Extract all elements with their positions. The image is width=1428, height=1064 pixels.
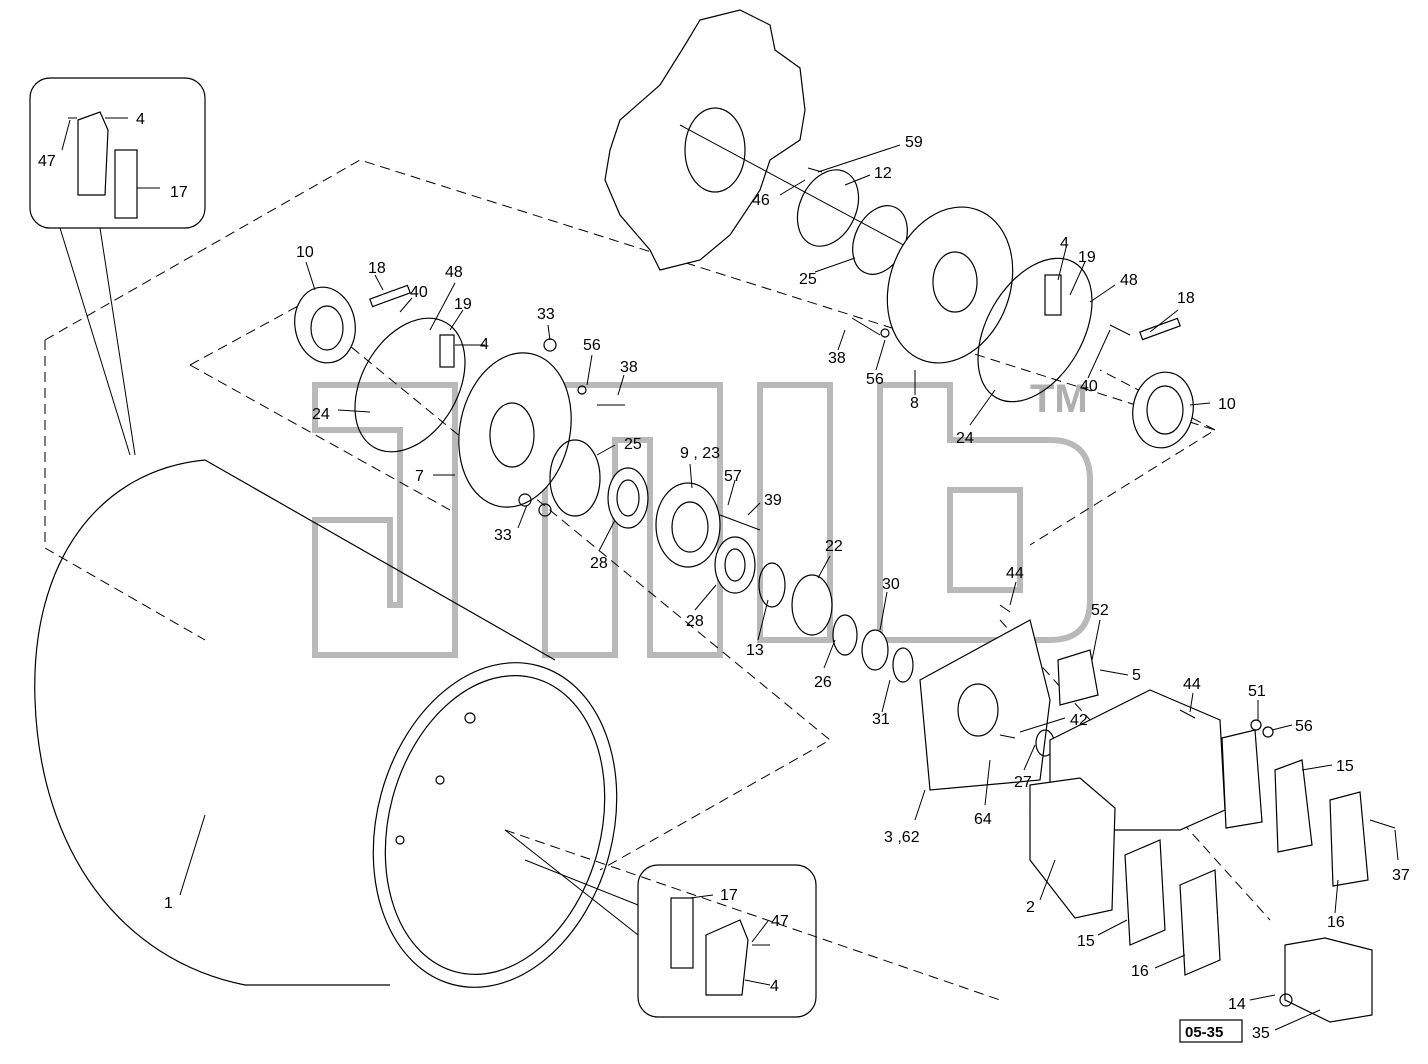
label-51: 51 bbox=[1248, 683, 1266, 700]
label-56: 56 bbox=[1295, 718, 1313, 735]
right-bearing-parts bbox=[796, 167, 1194, 449]
label-18: 18 bbox=[368, 260, 386, 277]
label-57: 57 bbox=[724, 468, 742, 485]
label-47: 47 bbox=[771, 913, 789, 930]
label-33: 33 bbox=[537, 306, 555, 323]
label-2: 2 bbox=[1026, 899, 1035, 916]
label-15: 15 bbox=[1336, 758, 1354, 775]
label-1: 1 bbox=[164, 895, 173, 912]
label-35: 35 bbox=[1252, 1025, 1270, 1042]
label-8: 8 bbox=[910, 395, 919, 412]
detail-callout-top bbox=[29, 77, 206, 456]
label-40: 40 bbox=[1080, 378, 1098, 395]
label-14: 14 bbox=[1228, 996, 1246, 1013]
label-56: 56 bbox=[583, 337, 601, 354]
label-39: 39 bbox=[764, 492, 782, 509]
label-12: 12 bbox=[874, 165, 892, 182]
label-22: 22 bbox=[825, 538, 843, 555]
label-16: 16 bbox=[1327, 914, 1345, 931]
label-38: 38 bbox=[828, 350, 846, 367]
label-7: 7 bbox=[415, 468, 424, 485]
label-59: 59 bbox=[905, 134, 923, 151]
watermark-tm: TM bbox=[1030, 377, 1088, 421]
left-bearing-parts bbox=[294, 284, 914, 683]
label-17: 17 bbox=[720, 887, 738, 904]
part-labels: 47 4 17 10 18 48 40 19 4 24 7 33 56 38 2… bbox=[38, 111, 1410, 1042]
label-47: 47 bbox=[38, 153, 56, 170]
label-24: 24 bbox=[312, 406, 330, 423]
label-19: 19 bbox=[1078, 249, 1096, 266]
drum-shell bbox=[34, 459, 618, 988]
label-37: 37 bbox=[1392, 867, 1410, 884]
label-46: 46 bbox=[752, 192, 770, 209]
detail-callout-bottom bbox=[504, 829, 817, 1018]
label-28: 28 bbox=[590, 555, 608, 572]
label-31: 31 bbox=[872, 711, 890, 728]
label-44: 44 bbox=[1006, 565, 1024, 582]
label-15: 15 bbox=[1077, 933, 1095, 950]
label-3-62: 3 ,62 bbox=[884, 829, 920, 846]
label-13: 13 bbox=[746, 642, 764, 659]
label-56: 56 bbox=[866, 371, 884, 388]
label-10: 10 bbox=[296, 244, 314, 261]
drawing-reference: 05-35 bbox=[1179, 1019, 1243, 1043]
label-25: 25 bbox=[624, 436, 642, 453]
label-48: 48 bbox=[1120, 272, 1138, 289]
label-40: 40 bbox=[410, 284, 428, 301]
label-16: 16 bbox=[1131, 963, 1149, 980]
label-17: 17 bbox=[170, 184, 188, 201]
label-18: 18 bbox=[1177, 290, 1195, 307]
label-26: 26 bbox=[814, 674, 832, 691]
leader-lines bbox=[61, 117, 1399, 1031]
label-48: 48 bbox=[445, 264, 463, 281]
label-52: 52 bbox=[1091, 602, 1109, 619]
label-4: 4 bbox=[136, 111, 145, 128]
label-44: 44 bbox=[1183, 676, 1201, 693]
motor-bracket-assembly bbox=[919, 604, 1396, 1023]
star-mounting-plate bbox=[604, 9, 951, 271]
label-4: 4 bbox=[480, 336, 489, 353]
label-10: 10 bbox=[1218, 396, 1236, 413]
label-33: 33 bbox=[494, 527, 512, 544]
label-24: 24 bbox=[956, 430, 974, 447]
label-27: 27 bbox=[1014, 774, 1032, 791]
label-64: 64 bbox=[974, 811, 992, 828]
label-4: 4 bbox=[770, 978, 779, 995]
label-25: 25 bbox=[799, 271, 817, 288]
label-9-23: 9 , 23 bbox=[680, 445, 720, 462]
label-38: 38 bbox=[620, 359, 638, 376]
label-4: 4 bbox=[1060, 235, 1069, 252]
label-28: 28 bbox=[686, 613, 704, 630]
label-30: 30 bbox=[882, 576, 900, 593]
label-5: 5 bbox=[1132, 667, 1141, 684]
label-19: 19 bbox=[454, 296, 472, 313]
svg-text:05-35: 05-35 bbox=[1185, 1024, 1223, 1041]
label-42: 42 bbox=[1070, 712, 1088, 729]
